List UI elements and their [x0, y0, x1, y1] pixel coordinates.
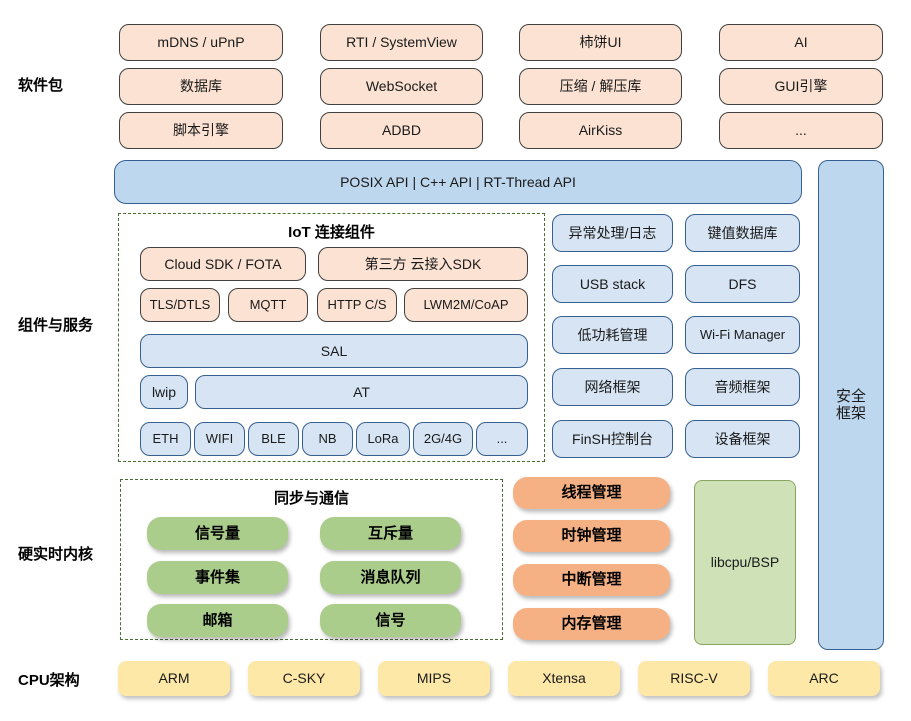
- iot-link-box[interactable]: ETH: [140, 422, 191, 456]
- kernel-management-box[interactable]: 中断管理: [513, 564, 670, 596]
- software-package-box[interactable]: mDNS / uPnP: [119, 24, 283, 61]
- cpu-arch-box[interactable]: ARC: [768, 661, 880, 696]
- software-package-box[interactable]: WebSocket: [320, 68, 483, 105]
- cpu-arch-box[interactable]: MIPS: [378, 661, 490, 696]
- kernel-sync-box[interactable]: 互斥量: [320, 517, 461, 550]
- component-box[interactable]: FinSH控制台: [552, 420, 673, 458]
- iot-box[interactable]: HTTP C/S: [317, 288, 397, 322]
- component-box[interactable]: USB stack: [552, 265, 673, 303]
- kernel-sync-box[interactable]: 事件集: [147, 561, 288, 594]
- component-box[interactable]: Wi-Fi Manager: [685, 316, 800, 354]
- software-package-box[interactable]: 数据库: [119, 68, 283, 105]
- sync-communication-title: 同步与通信: [273, 490, 349, 507]
- kernel-sync-box[interactable]: 信号: [320, 604, 461, 637]
- iot-at-box[interactable]: AT: [195, 375, 528, 409]
- kernel-sync-box[interactable]: 邮箱: [147, 604, 288, 637]
- component-box[interactable]: 设备框架: [685, 420, 800, 458]
- kernel-management-box[interactable]: 线程管理: [513, 477, 670, 509]
- iot-lwip-box[interactable]: lwip: [140, 375, 188, 409]
- libcpu-bsp-box[interactable]: libcpu/BSP: [694, 480, 796, 645]
- kernel-sync-box[interactable]: 信号量: [147, 517, 288, 550]
- security-framework-column[interactable]: 安全 框架: [818, 160, 884, 650]
- component-box[interactable]: 网络框架: [552, 368, 673, 406]
- iot-box[interactable]: Cloud SDK / FOTA: [140, 247, 306, 281]
- security-framework-label-line2: 框架: [835, 405, 866, 422]
- software-package-box[interactable]: ADBD: [320, 112, 483, 149]
- component-box[interactable]: 异常处理/日志: [552, 214, 673, 252]
- iot-link-box[interactable]: ...: [476, 422, 528, 456]
- section-label-software-packages: 软件包: [18, 77, 64, 94]
- component-box[interactable]: 键值数据库: [685, 214, 800, 252]
- iot-link-box[interactable]: LoRa: [356, 422, 410, 456]
- component-box[interactable]: 音频框架: [685, 368, 800, 406]
- kernel-sync-box[interactable]: 消息队列: [320, 561, 461, 594]
- iot-box[interactable]: LWM2M/CoAP: [404, 288, 528, 322]
- section-label-components-services: 组件与服务: [18, 317, 94, 334]
- sync-communication-group: [120, 479, 503, 640]
- software-package-box[interactable]: AirKiss: [519, 112, 682, 149]
- iot-box[interactable]: TLS/DTLS: [140, 288, 220, 322]
- iot-link-box[interactable]: 2G/4G: [413, 422, 473, 456]
- iot-link-box[interactable]: NB: [302, 422, 353, 456]
- software-package-box[interactable]: AI: [719, 24, 883, 61]
- cpu-arch-box[interactable]: Xtensa: [508, 661, 620, 696]
- iot-sal-box[interactable]: SAL: [140, 334, 528, 368]
- software-package-box[interactable]: ...: [719, 112, 883, 149]
- component-box[interactable]: 低功耗管理: [552, 316, 673, 354]
- kernel-management-box[interactable]: 内存管理: [513, 608, 670, 640]
- api-bar[interactable]: POSIX API | C++ API | RT-Thread API: [114, 160, 802, 204]
- cpu-arch-box[interactable]: C-SKY: [248, 661, 360, 696]
- component-box[interactable]: DFS: [685, 265, 800, 303]
- software-package-box[interactable]: RTI / SystemView: [320, 24, 483, 61]
- section-label-cpu-architecture: CPU架构: [18, 672, 80, 689]
- software-package-box[interactable]: 压缩 / 解压库: [519, 68, 682, 105]
- iot-group-title: IoT 连接组件: [288, 224, 375, 241]
- software-package-box[interactable]: 柿饼UI: [519, 24, 682, 61]
- iot-box[interactable]: MQTT: [228, 288, 308, 322]
- cpu-arch-box[interactable]: RISC-V: [638, 661, 750, 696]
- security-framework-label-line1: 安全: [835, 387, 866, 405]
- section-label-hard-realtime-kernel: 硬实时内核: [18, 546, 94, 563]
- iot-link-box[interactable]: WIFI: [194, 422, 245, 456]
- iot-link-box[interactable]: BLE: [248, 422, 299, 456]
- cpu-arch-box[interactable]: ARM: [118, 661, 230, 696]
- kernel-management-box[interactable]: 时钟管理: [513, 520, 670, 552]
- software-package-box[interactable]: GUI引擎: [719, 68, 883, 105]
- iot-box[interactable]: 第三方 云接入SDK: [318, 247, 528, 281]
- iot-connectivity-group: [118, 213, 545, 462]
- software-package-box[interactable]: 脚本引擎: [119, 112, 283, 149]
